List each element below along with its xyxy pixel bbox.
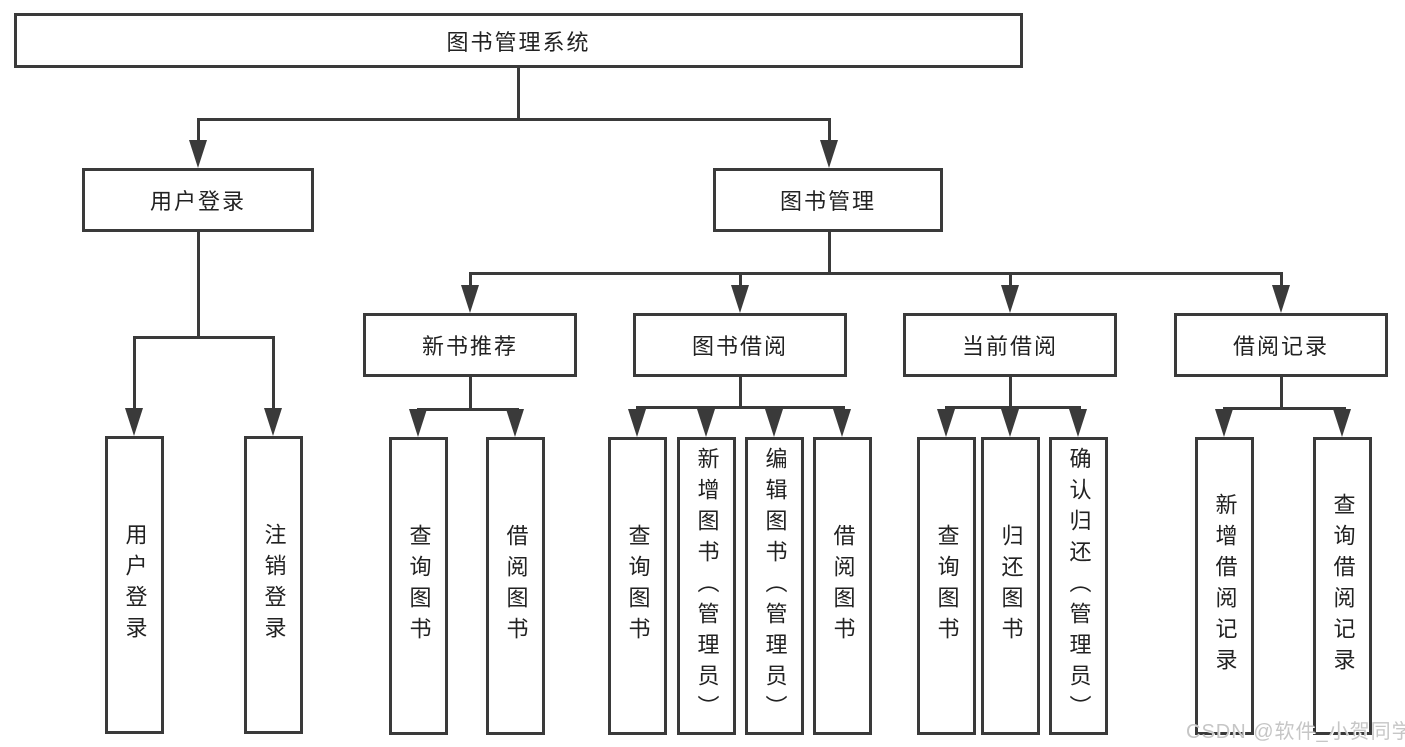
arrowhead-down-icon	[1333, 409, 1351, 437]
connector-line	[1009, 272, 1012, 288]
arrowhead-down-icon	[125, 408, 143, 436]
connector-line	[828, 118, 831, 146]
node-label: 图书借阅	[691, 334, 788, 359]
arrowhead-down-icon	[697, 409, 715, 437]
node-label: 用户登录	[149, 189, 246, 214]
leaf-br-add-record: 新增借阅记录	[1195, 437, 1254, 735]
leaf-user-login: 用户登录	[105, 436, 164, 734]
leaf-br-query-record: 查询借阅记录	[1313, 437, 1372, 735]
arrowhead-down-icon	[1215, 409, 1233, 437]
leaf-bb-query-books: 查询图书	[608, 437, 667, 735]
leaf-label: 借阅图书	[830, 524, 856, 648]
arrowhead-down-icon	[264, 408, 282, 436]
arrowhead-down-icon	[937, 409, 955, 437]
node-label: 图书管理系统	[446, 29, 591, 55]
arrowhead-down-icon	[1001, 285, 1019, 313]
leaf-bb-add-books-admin: 新增图书（管理员）	[677, 437, 736, 735]
leaf-nbr-query-books: 查询图书	[389, 437, 448, 735]
arrowhead-down-icon	[409, 409, 427, 437]
leaf-label: 新增借阅记录	[1212, 493, 1238, 679]
leaf-bb-edit-books-admin: 编辑图书（管理员）	[745, 437, 804, 735]
leaf-label: 确认归还（管理员）	[1066, 446, 1092, 726]
connector-line	[828, 232, 831, 272]
connector-line	[469, 272, 1283, 275]
connector-line	[1223, 407, 1346, 410]
node-new-book-recommend: 新书推荐	[363, 313, 577, 377]
leaf-nbr-borrow-books: 借阅图书	[486, 437, 545, 735]
connector-line	[417, 408, 519, 411]
leaf-logout: 注销登录	[244, 436, 303, 734]
connector-line	[272, 336, 275, 412]
arrowhead-down-icon	[833, 409, 851, 437]
connector-line	[1009, 377, 1012, 406]
connector-line	[636, 406, 845, 409]
connector-line	[1280, 377, 1283, 407]
leaf-label: 查询图书	[625, 524, 651, 648]
leaf-label: 查询图书	[934, 524, 960, 648]
node-root-library-management-system: 图书管理系统	[14, 13, 1023, 68]
connector-line	[739, 377, 742, 406]
leaf-cb-query-books: 查询图书	[917, 437, 976, 735]
leaf-label: 查询借阅记录	[1330, 493, 1356, 679]
leaf-label: 新增图书（管理员）	[694, 446, 720, 726]
arrowhead-down-icon	[1001, 409, 1019, 437]
connector-line	[133, 336, 136, 412]
connector-line	[197, 118, 831, 121]
arrowhead-down-icon	[506, 409, 524, 437]
connector-line	[739, 272, 742, 288]
leaf-cb-return-books: 归还图书	[981, 437, 1040, 735]
node-book-borrowing: 图书借阅	[633, 313, 847, 377]
leaf-label: 借阅图书	[503, 524, 529, 648]
node-label: 借阅记录	[1232, 334, 1329, 359]
leaf-label: 查询图书	[406, 524, 432, 648]
leaf-cb-confirm-return-admin: 确认归还（管理员）	[1049, 437, 1108, 735]
node-book-management: 图书管理	[713, 168, 943, 232]
arrowhead-down-icon	[731, 285, 749, 313]
arrowhead-down-icon	[765, 409, 783, 437]
node-current-borrowing: 当前借阅	[903, 313, 1117, 377]
arrowhead-down-icon	[189, 140, 207, 168]
node-user-login-group: 用户登录	[82, 168, 314, 232]
arrowhead-down-icon	[461, 285, 479, 313]
node-label: 新书推荐	[421, 334, 518, 359]
node-borrowing-records: 借阅记录	[1174, 313, 1388, 377]
csdn-watermark: CSDN @软件_小贺同学	[1186, 721, 1405, 743]
connector-line	[945, 406, 1081, 409]
connector-line	[469, 377, 472, 408]
connector-line	[517, 68, 520, 118]
connector-line	[197, 118, 200, 146]
connector-line	[197, 232, 200, 336]
leaf-label: 归还图书	[998, 524, 1024, 648]
arrowhead-down-icon	[820, 140, 838, 168]
node-label: 当前借阅	[961, 334, 1058, 359]
arrowhead-down-icon	[628, 409, 646, 437]
leaf-label: 注销登录	[261, 523, 287, 647]
arrowhead-down-icon	[1069, 409, 1087, 437]
leaf-label: 编辑图书（管理员）	[762, 446, 788, 726]
leaf-bb-borrow-books: 借阅图书	[813, 437, 872, 735]
arrowhead-down-icon	[1272, 285, 1290, 313]
connector-line	[1280, 272, 1283, 288]
node-label: 图书管理	[779, 189, 876, 214]
leaf-label: 用户登录	[122, 523, 148, 647]
connector-line	[133, 336, 275, 339]
connector-line	[469, 272, 472, 288]
